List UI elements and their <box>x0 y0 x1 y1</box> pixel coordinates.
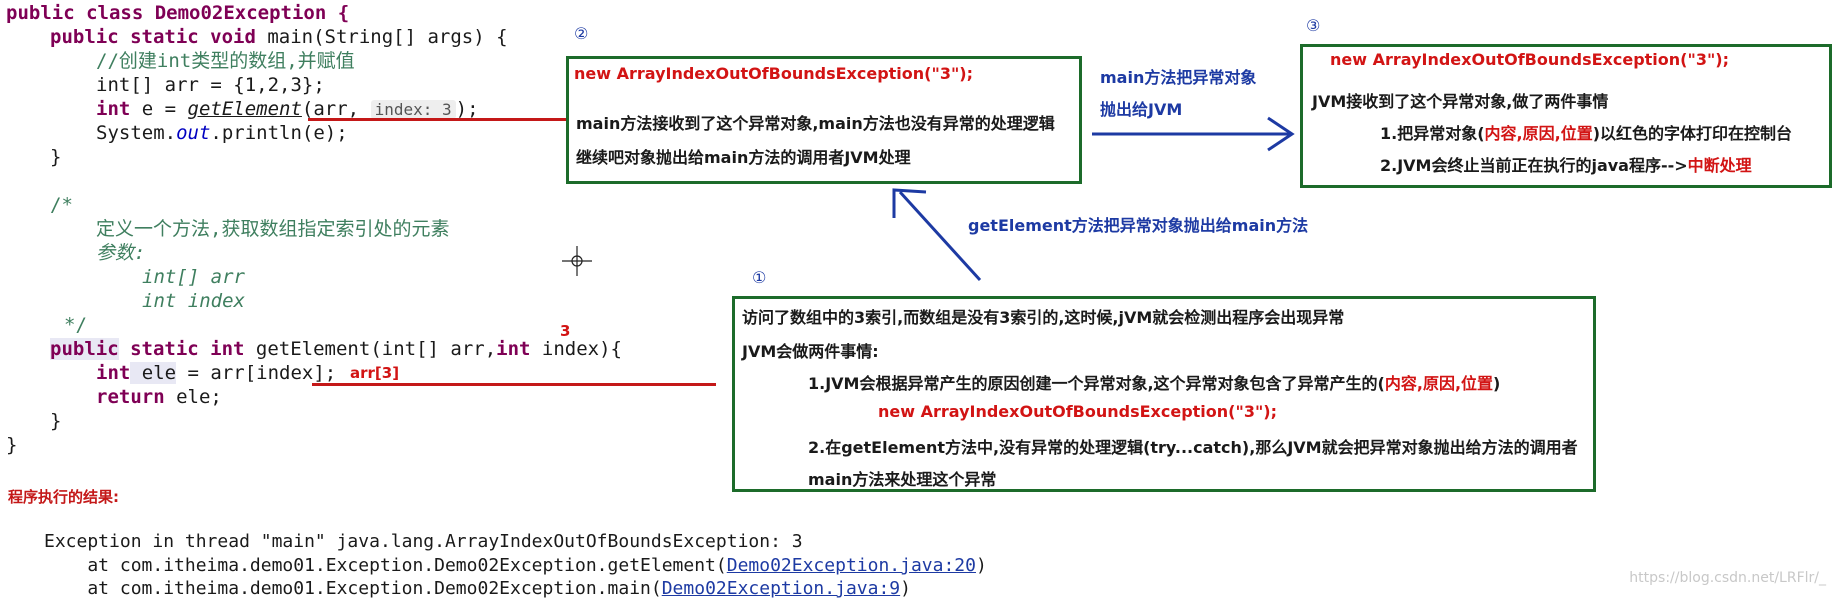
code-comment: */ <box>64 314 87 336</box>
box2-line: 继续吧对象抛出给main方法的调用者JVM处理 <box>576 148 911 167</box>
box3-line: 1.把异常对象(内容,原因,位置)以红色的字体打印在控制台 <box>1380 124 1793 143</box>
box1-exception: new ArrayIndexOutOfBoundsException("3"); <box>878 402 1277 421</box>
arrow-up-icon <box>892 188 982 282</box>
code-comment: 参数: <box>96 242 146 264</box>
connector-call-to-box2 <box>308 118 566 121</box>
stack-link[interactable]: Demo02Exception.java:9 <box>661 578 901 599</box>
code-line-method: public static int getElement(int[] arr,i… <box>50 338 622 360</box>
watermark: https://blog.csdn.net/LRFlr/_ <box>1629 570 1826 586</box>
arrow-label: getElement方法把异常对象抛出给main方法 <box>968 216 1309 235</box>
result-line: at com.itheima.demo01.Exception.Demo02Ex… <box>44 555 987 576</box>
annotation-index-3: 3 <box>560 322 571 340</box>
code-line: public static void main(String[] args) { <box>50 26 508 48</box>
step-number-3: ③ <box>1306 16 1321 35</box>
code-line: } <box>50 146 62 168</box>
param-hint: index: 3 <box>370 100 456 119</box>
code-comment: 定义一个方法,获取数组指定索引处的元素 <box>96 218 450 240</box>
box-step-3 <box>1300 44 1832 188</box>
code-line: return ele; <box>96 386 222 408</box>
step-number-2: ② <box>574 24 589 43</box>
code-line: } <box>50 410 62 432</box>
result-line: Exception in thread "main" java.lang.Arr… <box>44 531 803 552</box>
box3-line: 2.JVM会终止当前正在执行的java程序-->中断处理 <box>1380 156 1752 175</box>
code-line: public class Demo02Exception { <box>6 2 350 24</box>
code-comment: int[] arr <box>142 266 245 288</box>
step-number-1: ① <box>752 268 767 287</box>
result-line: at com.itheima.demo01.Exception.Demo02Ex… <box>44 578 911 599</box>
arrow-label: 抛出给JVM <box>1100 100 1183 119</box>
code-line-access: int ele = arr[index]; <box>96 362 337 384</box>
code-comment: //创建int类型的数组,并赋值 <box>96 50 355 72</box>
code-comment: /* <box>50 194 73 216</box>
box-step-2 <box>566 56 1082 184</box>
code-comment: int index <box>142 290 245 312</box>
box1-line: 访问了数组中的3索引,而数组是没有3索引的,这时候,jVM就会检测出程序会出现异… <box>742 308 1345 327</box>
box1-line: JVM会做两件事情: <box>742 342 879 361</box>
box3-line: JVM接收到了这个异常对象,做了两件事情 <box>1312 92 1609 111</box>
box3-title: new ArrayIndexOutOfBoundsException("3"); <box>1330 50 1729 69</box>
box1-line: 2.在getElement方法中,没有异常的处理逻辑(try...catch),… <box>808 438 1578 457</box>
box1-line: 1.JVM会根据异常产生的原因创建一个异常对象,这个异常对象包含了异常产生的(内… <box>808 374 1501 393</box>
box2-line: main方法接收到了这个异常对象,main方法也没有异常的处理逻辑 <box>576 114 1055 133</box>
code-line: int[] arr = {1,2,3}; <box>96 74 325 96</box>
box1-line: main方法来处理这个异常 <box>808 470 997 489</box>
box-step-1 <box>732 296 1596 492</box>
code-line: System.out.println(e); <box>96 122 348 144</box>
result-label: 程序执行的结果: <box>8 488 119 506</box>
annotation-arr3: arr[3] <box>350 364 400 382</box>
arrow-label: main方法把异常对象 <box>1100 68 1257 87</box>
arrow-right-icon <box>1092 116 1295 152</box>
code-line: } <box>6 434 18 456</box>
code-line-call: int e = getElement(arr, index: 3); <box>96 98 479 120</box>
crosshair-cursor-icon <box>562 246 592 276</box>
stack-link[interactable]: Demo02Exception.java:20 <box>726 555 976 576</box>
connector-access-to-box1 <box>312 383 716 386</box>
box2-title: new ArrayIndexOutOfBoundsException("3"); <box>574 64 973 83</box>
